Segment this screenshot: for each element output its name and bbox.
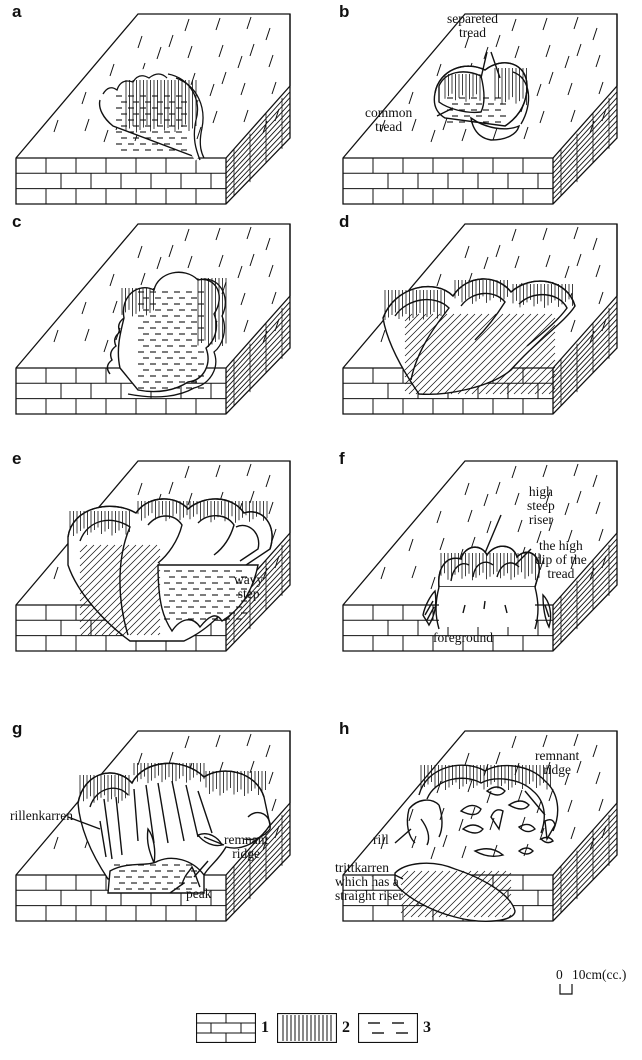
panel-f: f high steep riser the high dip of the t… [335,455,635,695]
legend: 1 2 3 [0,1005,642,1055]
label-remnant-ridge-h: remnant ridge [535,749,579,777]
label-rill-line1: rill [373,833,389,847]
label-separated-tread: separeted tread [447,12,498,40]
label-high-dip-tread: the high dip of the tread [535,539,587,581]
label-remnant-ridge-h-line2: ridge [535,763,579,777]
scale-value: 10cm(cc.) [572,968,626,982]
panel-d: d [335,218,635,458]
label-high-steep-riser-line1: high [527,485,555,499]
label-rillenkarren: rillenkarren [10,809,73,823]
label-peak: peak [186,887,211,901]
label-wavy-step-line1: wavy [234,573,263,587]
karren-feature [383,279,575,394]
label-common-tread-line2: tread [365,120,412,134]
label-common-tread: common tread [365,106,412,134]
karren-feature [395,765,558,921]
legend-symbol-tread [358,1013,418,1043]
legend-number-3: 3 [423,1019,431,1037]
label-trittkarren-line2: which has a [335,875,403,889]
label-high-steep-riser-line3: riser [527,513,555,527]
scale-zero: 0 [556,968,563,982]
label-high-steep-riser-line2: steep [527,499,555,513]
label-common-tread-line1: common [365,106,412,120]
block-diagram-a [8,8,308,248]
karren-feature [68,763,270,893]
label-remnant-ridge-h-line1: remnant [535,749,579,763]
label-trittkarren: trittkarren which has a straight riser [335,861,403,903]
scale-bar: 0 10cm(cc.) [540,966,630,1006]
legend-number-1: 1 [261,1019,269,1037]
label-foreground: foreground [433,631,493,645]
karren-feature [107,272,226,397]
panel-e: e wavy step [8,455,308,695]
block-diagram-c [8,218,308,458]
legend-symbol-limestone [196,1013,256,1043]
label-high-dip-tread-line2: dip of the [535,553,587,567]
label-remnant-ridge-g-line1: remnant [224,833,268,847]
label-high-steep-riser: high steep riser [527,485,555,527]
karren-feature [434,52,528,140]
label-trittkarren-line1: trittkarren [335,861,403,875]
block-diagram-d [335,218,635,458]
label-remnant-ridge-g: remnant ridge [224,833,268,861]
label-wavy-step-line2: step [234,587,263,601]
block-diagram-f [335,455,635,695]
label-trittkarren-line3: straight riser [335,889,403,903]
label-rill: rill [373,833,389,847]
label-separated-tread-line2: tread [447,26,498,40]
panel-h: h remnant ridg [335,725,635,965]
panel-b: b separeted tread common tread [335,8,635,248]
label-rillenkarren-line1: rillenkarren [10,809,73,823]
label-remnant-ridge-g-line2: ridge [224,847,268,861]
label-foreground-line1: foreground [433,631,493,645]
panel-c: c [8,218,308,458]
label-wavy-step: wavy step [234,573,263,601]
label-high-dip-tread-line1: the high [535,539,587,553]
legend-symbol-riser [277,1013,337,1043]
karren-feature [100,72,204,160]
label-high-dip-tread-line3: tread [535,567,587,581]
legend-number-2: 2 [342,1019,350,1037]
label-separated-tread-line1: separeted [447,12,498,26]
panel-g: g rillenkarren remnant [8,725,308,965]
label-peak-line1: peak [186,887,211,901]
panel-a: a [8,8,308,248]
